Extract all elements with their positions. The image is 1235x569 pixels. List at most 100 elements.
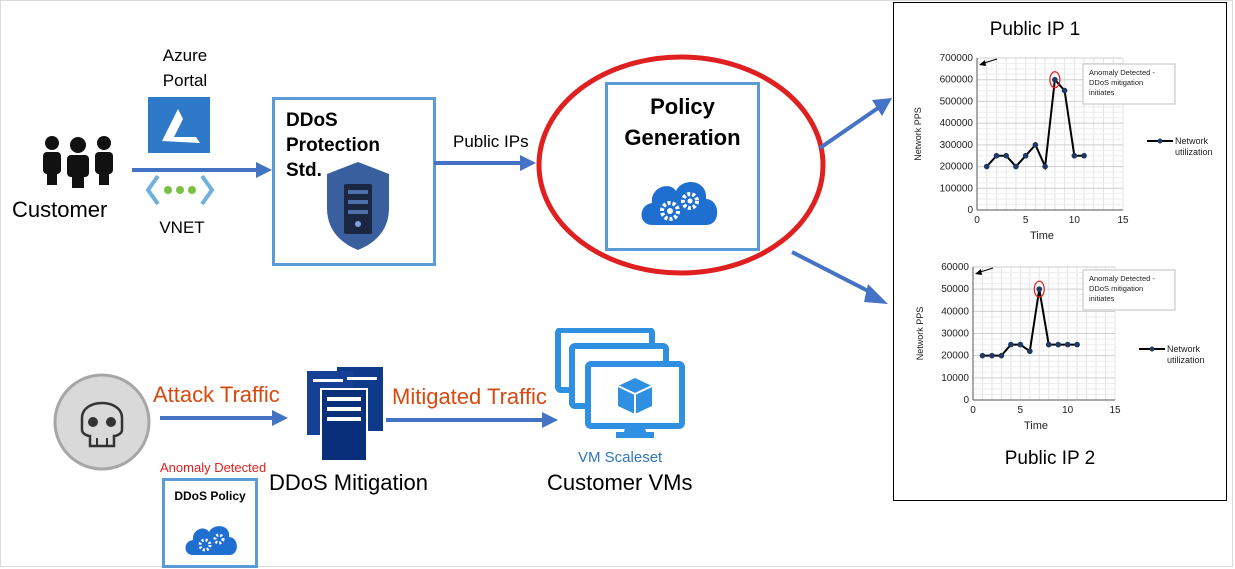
data-point [1013,163,1019,170]
data-point [989,352,995,359]
attack-arrow [160,410,288,426]
data-point [998,352,1005,359]
y-tick-label: 400000 [940,118,974,129]
anomaly-detected-label: Anomaly Detected [160,460,267,475]
x-tick-label: 5 [1023,215,1029,226]
x-tick-label: 15 [1109,405,1121,416]
x-tick-label: 0 [970,405,976,416]
public-ips-label: Public IPs [453,132,529,151]
y-tick-label: 600000 [940,75,974,86]
highlight-ellipse [536,54,826,276]
x-tick-label: 10 [1062,405,1074,416]
pointer-head [979,60,986,66]
data-point [993,152,1000,159]
data-point [1042,163,1048,170]
policy-generation-label: Policy Generation [624,94,741,150]
protection-to-policy-arrow [434,155,536,171]
chart1-title: Public IP 1 [989,19,1081,40]
mitigation-servers-icon [307,367,383,462]
legend-label: Network [1175,136,1209,146]
data-point [1045,341,1052,348]
annotation-box [1082,63,1176,105]
customer-to-protection-arrow [132,162,272,178]
vm-scaleset-icon [555,328,685,438]
y-tick-label: 0 [963,395,969,406]
data-point [1061,87,1068,94]
y-tick-label: 0 [967,205,973,216]
policy-generation-box: Policy Generation [605,82,760,251]
azure-portal-icon [148,97,210,153]
y-tick-label: 300000 [940,140,974,151]
annotation-text: Anomaly Detected - [1089,68,1155,77]
x-tick-label: 10 [1069,215,1081,226]
vnet-label: VNET [159,218,205,237]
data-point [1008,341,1014,348]
data-point [979,352,986,359]
chart-public-ip-1: 0 100000 200000 300000 400000 500000 600000 700… [913,53,1213,240]
chart2-title: Public IP 2 [1004,448,1096,469]
customer-icon [43,136,113,188]
data-point [1064,341,1071,348]
annotation-text: DDoS mitigation [1089,78,1143,87]
policy-to-chart2-arrow [791,250,888,304]
policy-to-chart1-arrow [818,98,892,150]
legend-marker [1149,346,1155,352]
y-tick-label: 20000 [941,351,969,362]
y-tick-label: 60000 [941,262,969,273]
vm-scaleset-label: VM Scaleset [578,449,663,466]
data-point [1003,152,1009,159]
ddos-mitigation-label: DDoS Mitigation [269,470,428,495]
ddos-policy-label: DDoS Policy [174,489,246,503]
data-point [1027,348,1033,355]
policy-cloud-icon [185,526,237,555]
annotation-text: Anomaly Detected - [1089,274,1155,283]
legend-label: utilization [1167,355,1205,365]
shield-icon [327,162,389,250]
cloud-gear-icon [641,181,718,225]
y-tick-label: 200000 [940,162,974,173]
attacker-skull-icon [53,373,151,471]
y-tick-label: 700000 [940,53,974,64]
data-point [1071,152,1078,159]
annotation-text: DDoS mitigation [1089,284,1143,293]
y-tick-label: 100000 [940,183,974,194]
x-axis-label: Time [1030,230,1054,240]
ddos-policy-box: DDoS Policy [162,478,258,568]
y-tick-label: 40000 [941,306,969,317]
y-tick-label: 500000 [940,96,974,107]
attack-traffic-label: Attack Traffic [153,382,280,407]
data-point [1055,341,1061,348]
data-point [1032,142,1039,148]
anomaly-marker [1033,280,1045,298]
mitigated-traffic-label: Mitigated Traffic [392,384,547,409]
y-axis-label: Network PPS [915,307,925,361]
mitigated-arrow [386,412,558,428]
data-point [1022,152,1029,159]
customer-vms-label: Customer VMs [547,470,693,495]
legend-label: Network [1167,344,1201,354]
data-point [1052,76,1058,83]
annotation-text: initiates [1089,88,1115,97]
customer-label: Customer [12,197,108,222]
y-axis-label: Network PPS [913,107,923,161]
legend-label: utilization [1175,147,1213,157]
data-point [1036,286,1043,292]
x-axis-label: Time [1024,420,1048,432]
ddos-protection-label: DDoS Protection Std. [286,110,380,181]
vnet-icon [146,174,214,206]
legend-marker [1157,138,1163,144]
x-tick-label: 0 [974,215,980,226]
annotation-box [1082,269,1176,311]
y-tick-label: 30000 [941,329,969,340]
data-point [1017,341,1024,348]
data-point [983,163,990,170]
x-tick-label: 5 [1018,405,1024,416]
ddos-protection-box: DDoS Protection Std. [272,97,436,266]
x-tick-label: 15 [1117,215,1129,226]
data-point [1081,152,1087,159]
y-tick-label: 10000 [941,373,969,384]
pointer-head [975,269,982,275]
